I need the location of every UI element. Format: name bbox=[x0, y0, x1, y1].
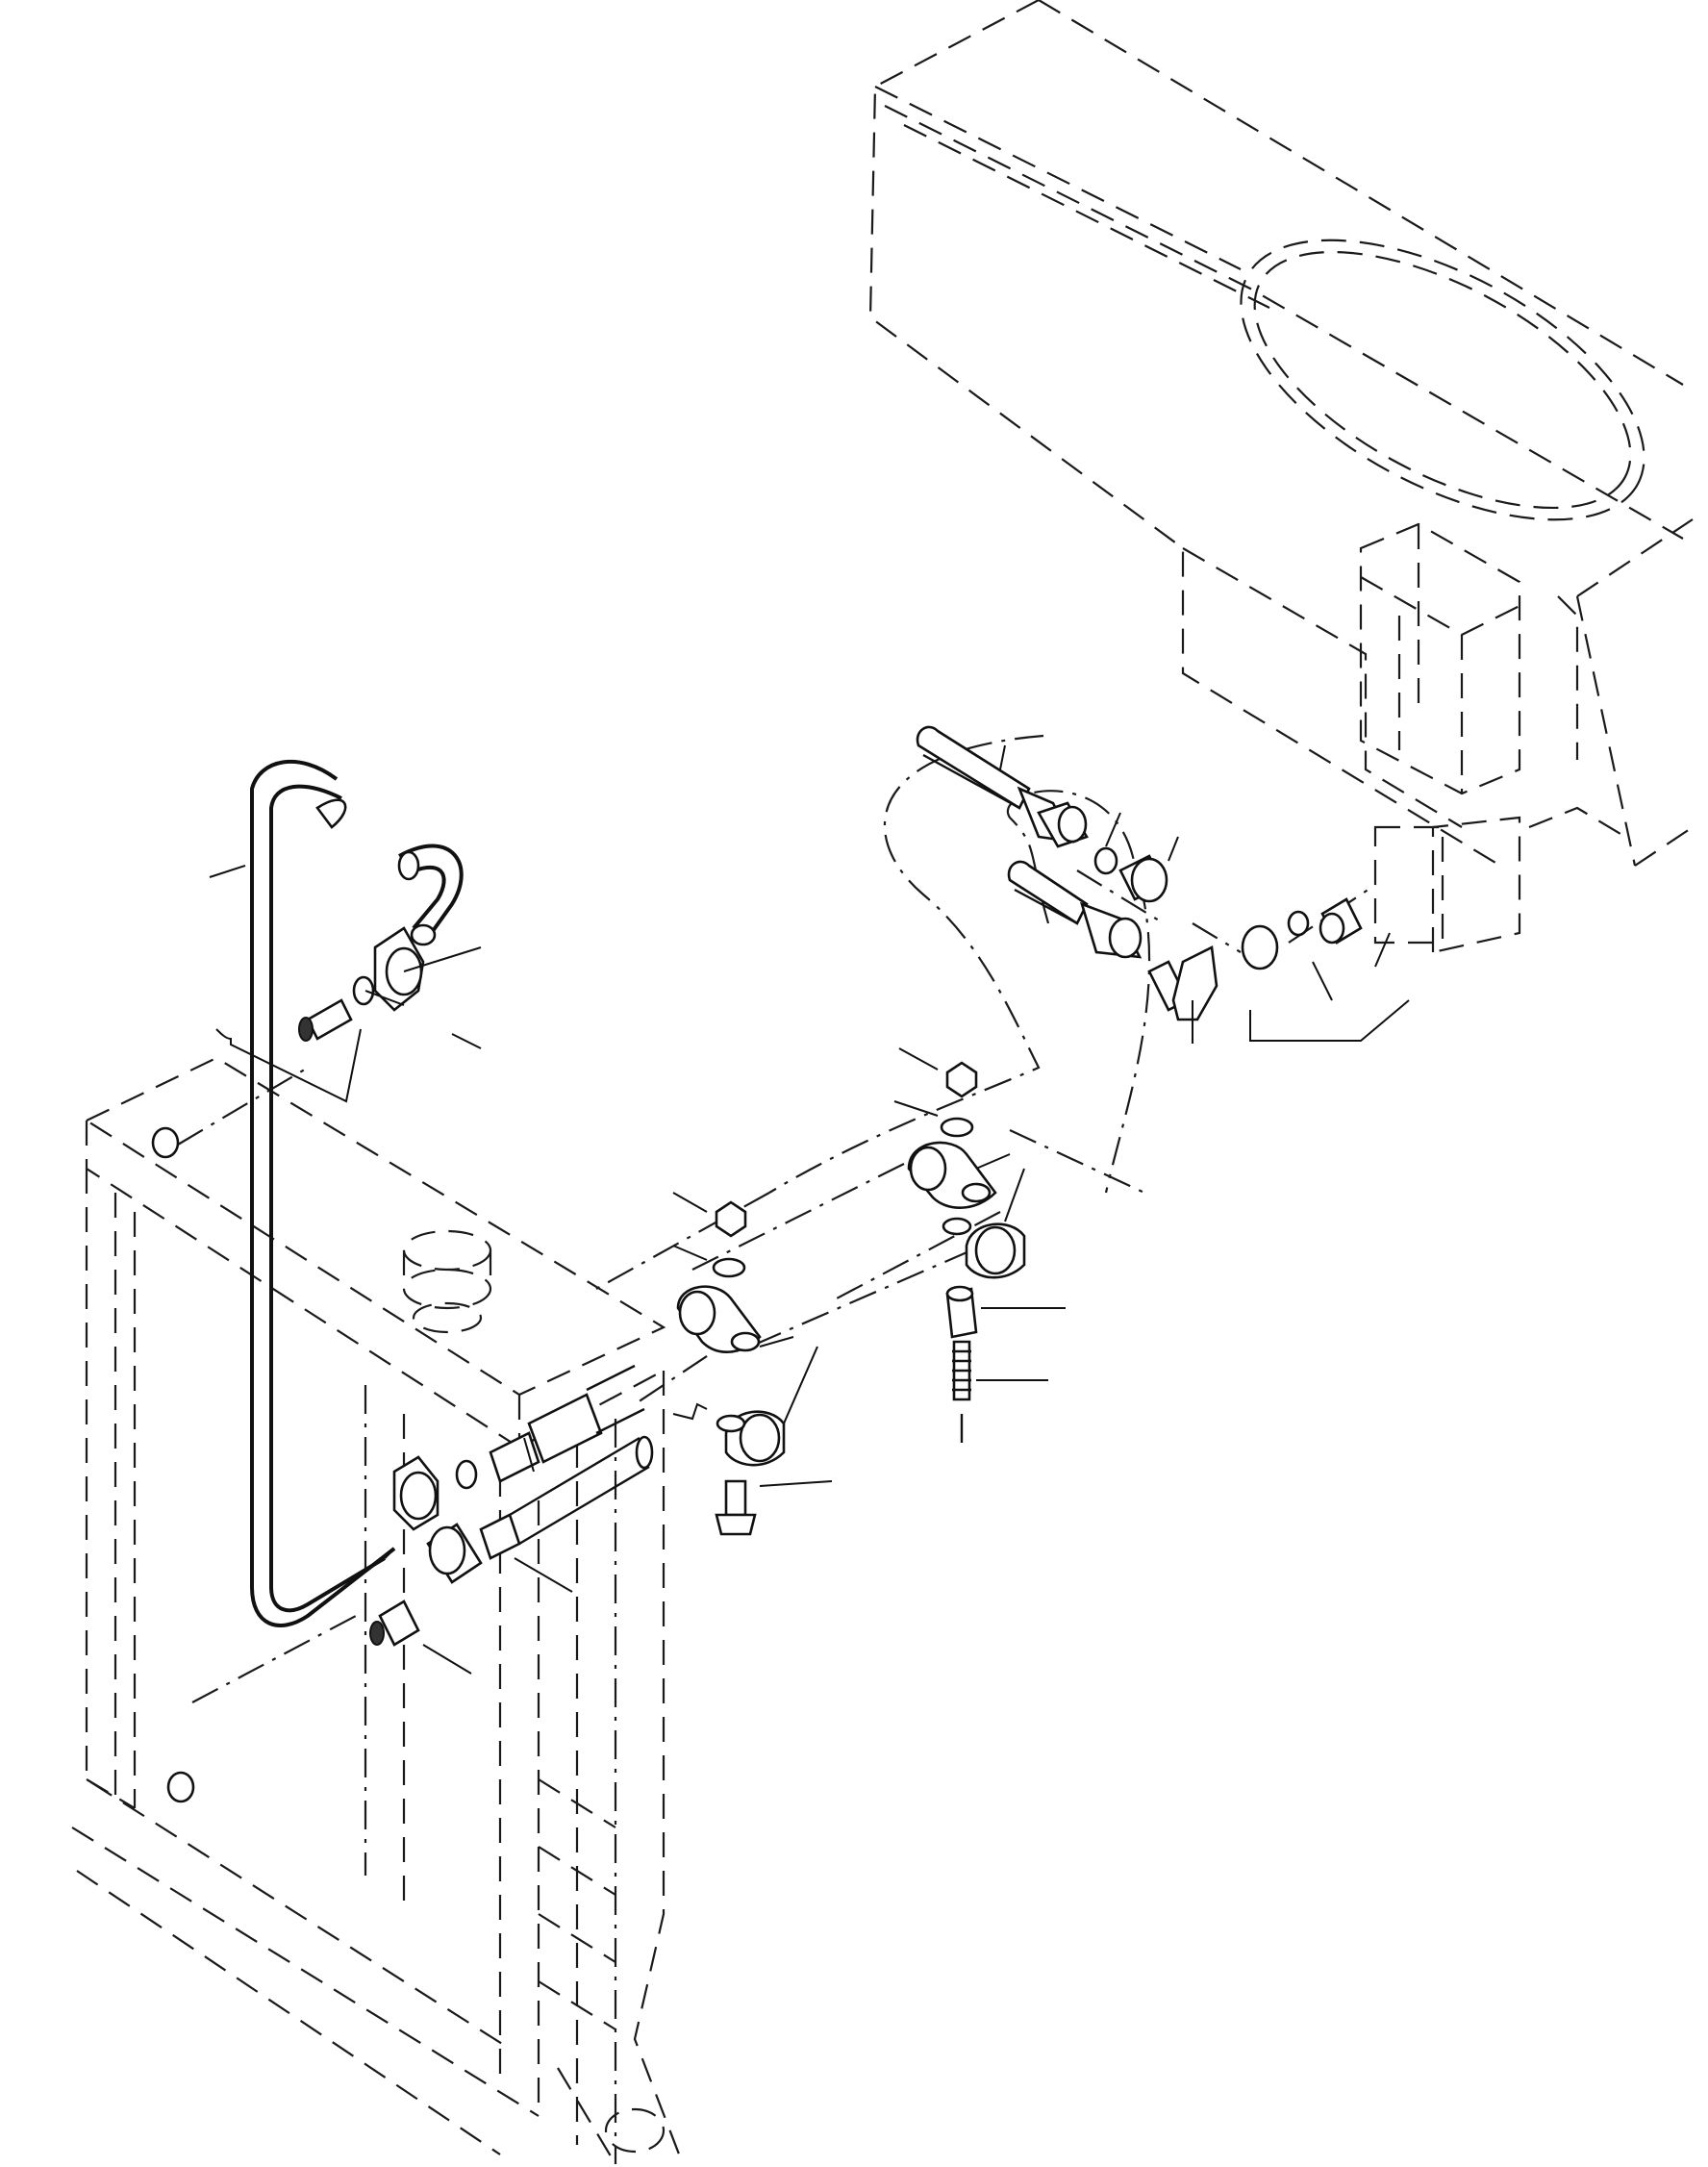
return-pipe bbox=[250, 759, 464, 1627]
middle-clamp-group bbox=[672, 1200, 786, 1536]
hose-routing-lines bbox=[177, 734, 1376, 1703]
lower-right-hose bbox=[1007, 860, 1410, 1042]
callout-leader-lines bbox=[209, 744, 1391, 1675]
upper-left-fittings bbox=[151, 926, 425, 1159]
right-clamp-group bbox=[907, 1061, 1026, 1443]
frame-outline bbox=[71, 1056, 685, 2165]
lower-left-fittings bbox=[166, 1364, 654, 1803]
upper-right-hose bbox=[916, 725, 1168, 903]
valve-block-outline bbox=[1359, 522, 1521, 954]
hydraulic-tank-outline bbox=[868, 0, 1694, 867]
